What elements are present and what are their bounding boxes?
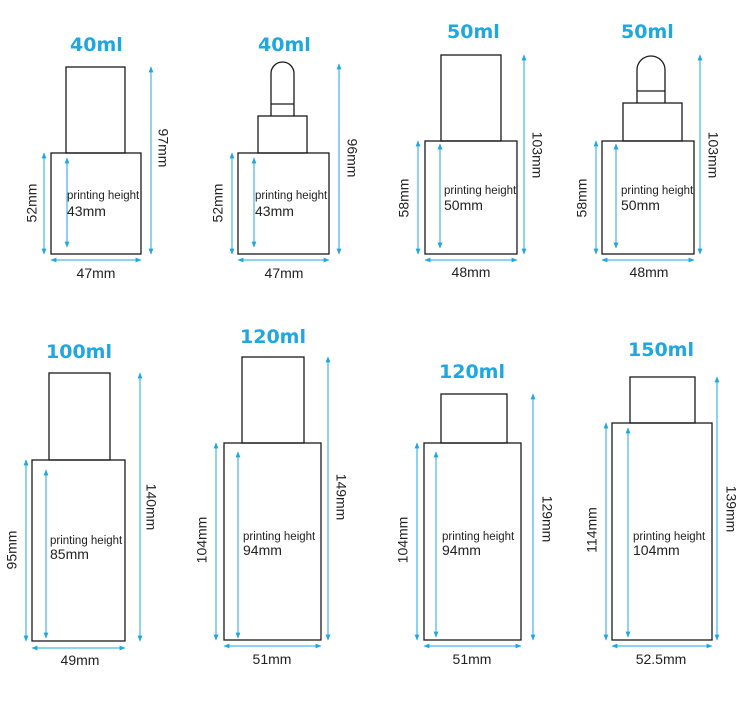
width-label: 48mm bbox=[630, 264, 669, 280]
volume-label: 120ml bbox=[240, 326, 306, 348]
body-height-label: 95mm bbox=[4, 531, 20, 570]
printing-height-caption: printing height bbox=[621, 185, 694, 197]
bottle-body bbox=[424, 140, 518, 255]
printing-height-value: 94mm bbox=[243, 542, 282, 558]
total-height-label: 149mm bbox=[333, 474, 349, 521]
bottle-body bbox=[601, 140, 695, 255]
bottle-spec: 150ml 139mm 114mm 52.5mm printing height104m… bbox=[584, 339, 740, 667]
printing-height-value: 94mm bbox=[442, 542, 481, 558]
printing-height-caption: printing height bbox=[243, 531, 316, 543]
bottle-body bbox=[223, 442, 322, 641]
volume-label: 40ml bbox=[258, 34, 311, 56]
bottle-body bbox=[423, 442, 522, 641]
dropper-cap bbox=[622, 55, 683, 142]
printing-height-value: 50mm bbox=[621, 197, 660, 213]
total-height-label: 140mm bbox=[143, 484, 159, 531]
bottle-body bbox=[50, 152, 142, 255]
width-label: 51mm bbox=[253, 651, 292, 667]
volume-label: 50ml bbox=[447, 21, 500, 43]
width-label: 51mm bbox=[453, 651, 492, 667]
volume-label: 50ml bbox=[621, 21, 674, 43]
volume-label: 120ml bbox=[439, 361, 505, 383]
bottle-cap bbox=[440, 393, 508, 444]
body-height-label: 52mm bbox=[24, 184, 40, 223]
printing-height-caption: printing height bbox=[67, 190, 140, 202]
printing-height-value: 43mm bbox=[67, 203, 106, 219]
body-height-label: 114mm bbox=[584, 507, 600, 553]
bottle-cap bbox=[65, 66, 126, 154]
total-height-label: 103mm bbox=[705, 132, 721, 179]
bottle-cap bbox=[440, 54, 502, 142]
dropper-cap bbox=[257, 61, 308, 154]
dropper-collar bbox=[257, 115, 308, 154]
printing-height-value: 85mm bbox=[50, 546, 89, 562]
printing-height-value: 50mm bbox=[444, 197, 483, 213]
dropper-collar bbox=[622, 102, 683, 142]
body-height-label: 104mm bbox=[194, 517, 210, 564]
total-height-label: 96mm bbox=[344, 139, 360, 178]
width-label: 48mm bbox=[452, 264, 491, 280]
total-height-label: 129mm bbox=[539, 496, 555, 543]
bottle-body bbox=[237, 152, 330, 255]
volume-label: 40ml bbox=[70, 34, 123, 56]
dropper-bulb bbox=[636, 55, 666, 103]
bottle-cap bbox=[48, 372, 111, 461]
body-height-label: 58mm bbox=[396, 179, 412, 218]
bottle-body bbox=[611, 422, 713, 641]
volume-label: 150ml bbox=[628, 339, 694, 361]
volume-label: 100ml bbox=[46, 341, 112, 363]
body-height-label: 58mm bbox=[574, 179, 590, 218]
bottle-body bbox=[31, 459, 126, 642]
bottle-cap bbox=[629, 376, 696, 424]
width-label: 47mm bbox=[77, 265, 116, 281]
body-height-label: 104mm bbox=[395, 517, 411, 564]
printing-height-caption: printing height bbox=[50, 535, 123, 547]
total-height-label: 139mm bbox=[723, 486, 739, 533]
width-label: 47mm bbox=[265, 265, 304, 281]
printing-height-caption: printing height bbox=[444, 185, 517, 197]
printing-height-value: 104mm bbox=[633, 542, 680, 558]
printing-height-caption: printing height bbox=[633, 531, 706, 543]
total-height-label: 103mm bbox=[529, 132, 545, 179]
printing-height-caption: printing height bbox=[442, 531, 515, 543]
body-height-label: 52mm bbox=[210, 184, 226, 223]
bottle-cap bbox=[241, 356, 305, 444]
width-label: 49mm bbox=[61, 652, 100, 668]
printing-height-value: 43mm bbox=[255, 203, 294, 219]
printing-height-caption: printing height bbox=[255, 190, 328, 202]
width-label: 52.5mm bbox=[636, 651, 687, 667]
total-height-label: 97mm bbox=[155, 129, 171, 168]
dropper-bulb bbox=[270, 61, 295, 116]
